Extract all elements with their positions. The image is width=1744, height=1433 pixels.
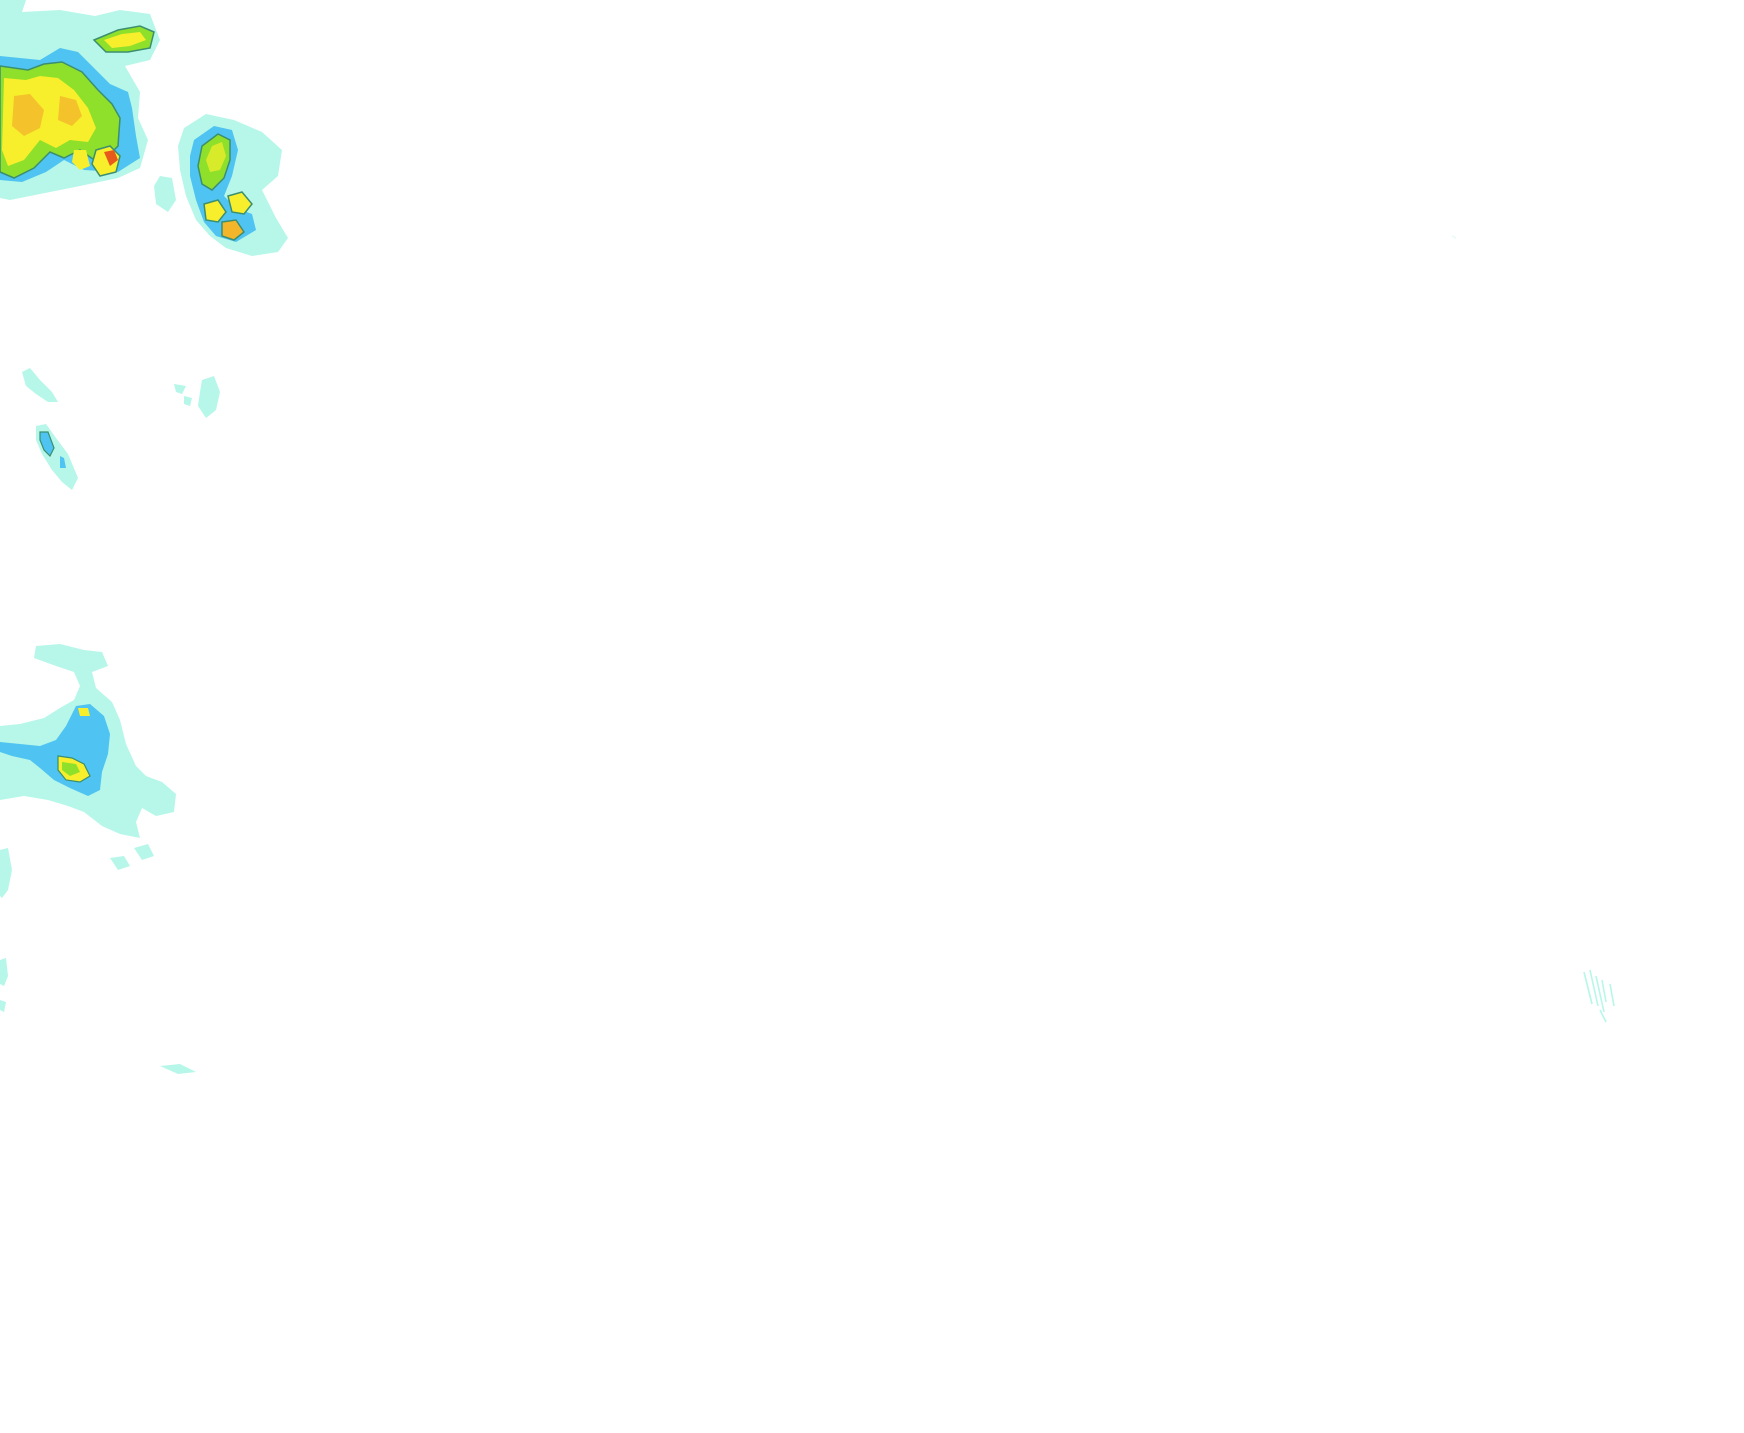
north-central-cluster (154, 114, 288, 256)
southeast-streak (1583, 969, 1615, 1023)
western-small-cells (22, 368, 220, 490)
southwest-cluster (0, 644, 196, 1074)
northwest-cluster (0, 0, 160, 200)
isolated-echo (1451, 235, 1457, 239)
